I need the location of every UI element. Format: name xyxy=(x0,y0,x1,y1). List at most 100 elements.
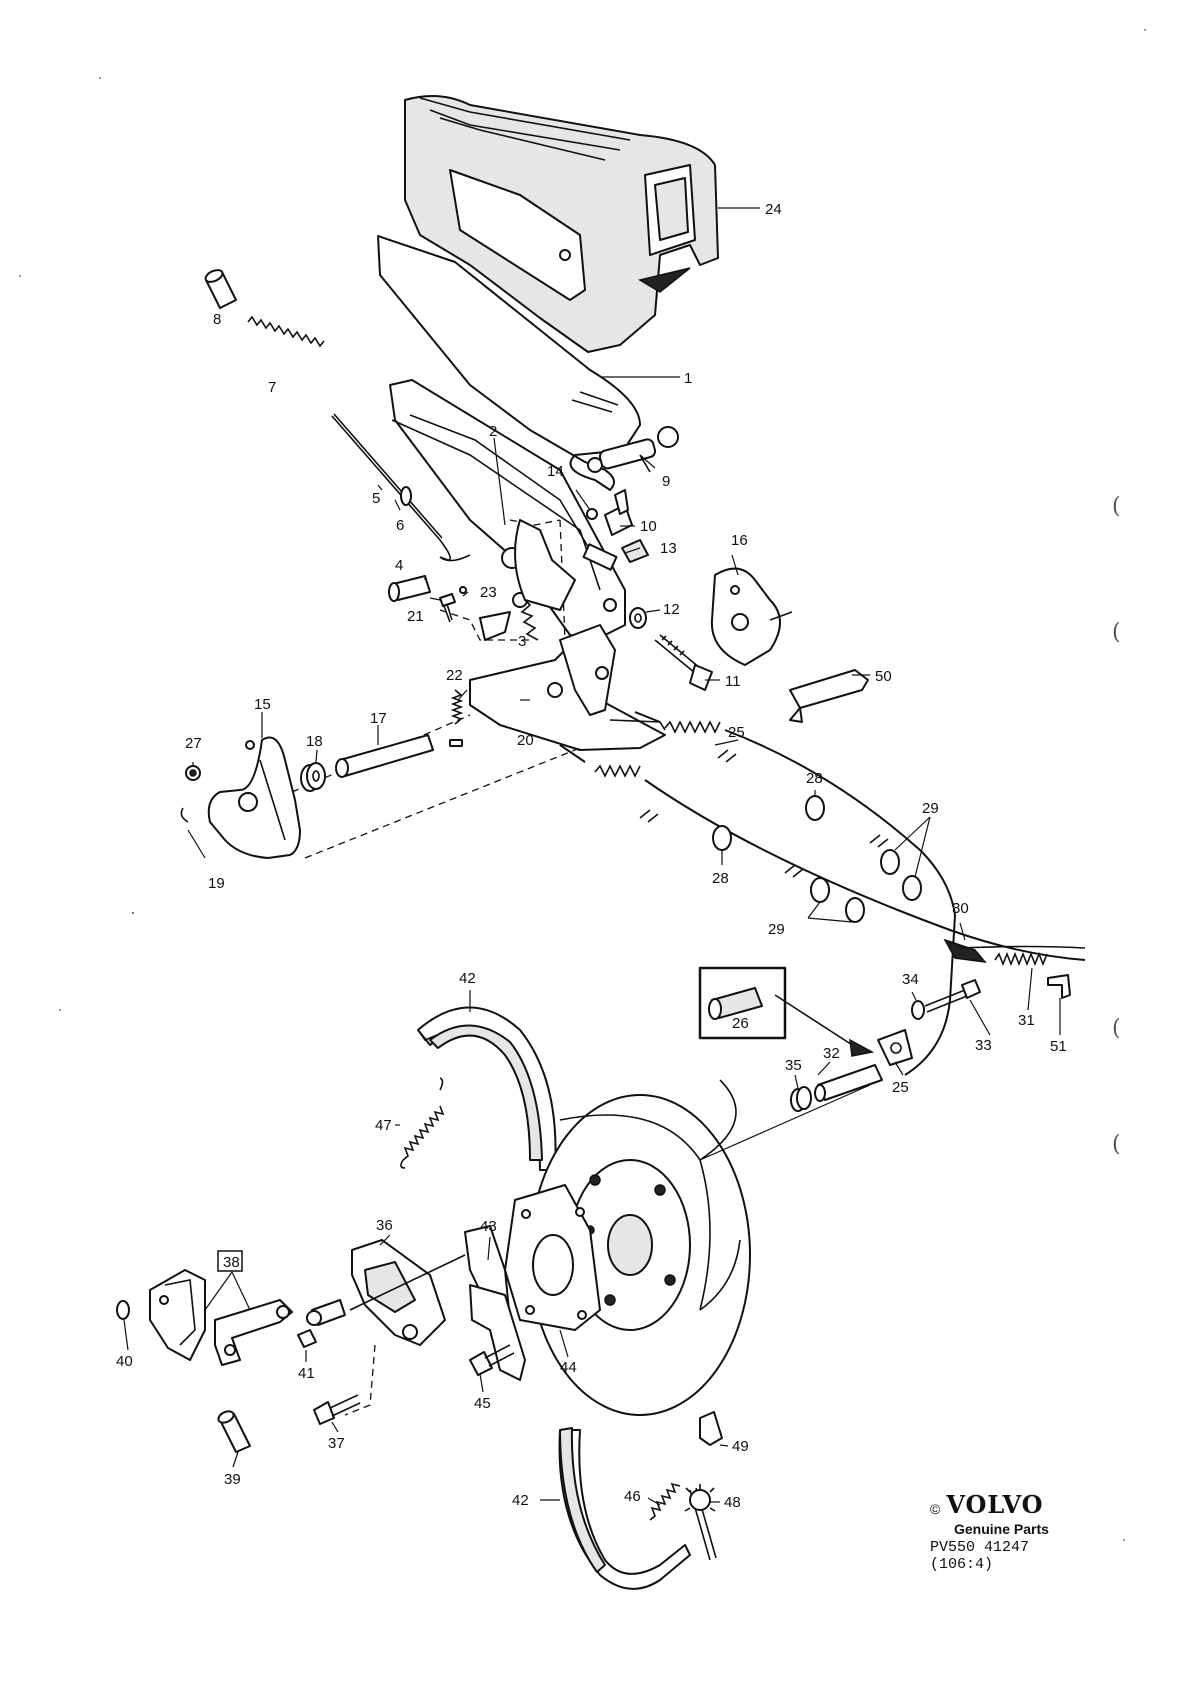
label-16: 16 xyxy=(731,532,748,549)
label-5: 5 xyxy=(372,490,380,507)
part-12-washer xyxy=(629,607,647,629)
part-36-caliper-bracket xyxy=(351,1239,446,1346)
label-37: 37 xyxy=(328,1435,345,1452)
part-11-bolt xyxy=(654,634,713,691)
label-44: 44 xyxy=(560,1359,577,1376)
label-35: 35 xyxy=(785,1057,802,1074)
label-28-upper: 28 xyxy=(806,770,823,787)
backing-plate-disc xyxy=(529,1079,751,1416)
part-33-bolt xyxy=(924,979,981,1013)
cable-end-fitting xyxy=(306,1299,346,1326)
label-11: 11 xyxy=(725,673,741,690)
part-17-pivot-shaft xyxy=(335,734,434,778)
paper-specks xyxy=(19,29,1146,1541)
label-36: 36 xyxy=(376,1217,393,1234)
label-10: 10 xyxy=(640,518,657,535)
part-10-pawl-block xyxy=(604,489,633,536)
margin-mark: ( xyxy=(1112,620,1121,645)
part-19-circlip xyxy=(180,807,189,823)
part-39-pin xyxy=(217,1410,251,1453)
label-9: 9 xyxy=(662,473,670,490)
label-2: 2 xyxy=(489,423,497,440)
part-51-clip xyxy=(1047,974,1071,999)
label-6: 6 xyxy=(396,517,404,534)
label-49: 49 xyxy=(732,1438,749,1455)
label-26: 26 xyxy=(732,1015,749,1032)
brand-logo-text: VOLVO xyxy=(946,1490,1044,1519)
part-37-bolt xyxy=(313,1394,361,1425)
label-42-upper: 42 xyxy=(459,970,476,987)
part-1-handbrake-lever xyxy=(377,235,641,491)
part-45-bolt xyxy=(469,1344,515,1376)
part-24-lever-cover xyxy=(404,95,719,353)
part-38-lever-assembly xyxy=(149,1269,293,1366)
label-45: 45 xyxy=(474,1395,491,1412)
part-5-release-rod xyxy=(331,413,471,562)
label-40: 40 xyxy=(116,1353,133,1370)
label-18: 18 xyxy=(306,733,323,750)
brand-subtitle: Genuine Parts xyxy=(954,1521,1049,1537)
label-13: 13 xyxy=(660,540,677,557)
part-28-grommet xyxy=(712,825,732,851)
copyright-symbol: © xyxy=(930,1500,941,1517)
label-25-upper: 25 xyxy=(728,724,745,741)
part-14-circlip xyxy=(586,508,598,520)
part-20-base-bracket xyxy=(469,624,666,751)
part-44-flange-plate xyxy=(504,1184,601,1331)
part-29-grommet xyxy=(810,877,830,903)
label-21: 21 xyxy=(407,608,424,625)
part-49-adjuster-cap xyxy=(699,1411,723,1446)
part-3-ratchet-segment xyxy=(514,519,576,641)
label-25-lower: 25 xyxy=(892,1079,909,1096)
label-8: 8 xyxy=(213,311,221,328)
label-38-frame xyxy=(217,1250,243,1272)
label-24: 24 xyxy=(765,201,782,218)
part-29-grommet xyxy=(845,897,865,923)
part-16-mount-bracket xyxy=(710,567,793,666)
label-12: 12 xyxy=(663,601,680,618)
part-48-adjuster xyxy=(684,1484,717,1561)
part-30-equalizer xyxy=(943,938,1086,963)
label-15: 15 xyxy=(254,696,271,713)
label-48: 48 xyxy=(724,1494,741,1511)
diagram-reference: PV550 41247 xyxy=(930,1539,1030,1556)
label-4: 4 xyxy=(395,557,403,574)
part-29-grommet xyxy=(902,875,922,901)
part-35-bushing xyxy=(790,1086,812,1112)
label-32: 32 xyxy=(823,1045,840,1062)
part-23-pawl xyxy=(459,586,511,641)
label-33: 33 xyxy=(975,1037,992,1054)
label-38: 38 xyxy=(223,1254,240,1271)
part-50-cable-clip xyxy=(789,669,869,723)
label-41: 41 xyxy=(298,1365,315,1382)
part-number-labels: 1 2 3 4 5 6 7 8 9 10 11 12 13 14 15 16 1… xyxy=(116,201,1067,1511)
part-13-clip xyxy=(621,539,649,563)
part-15-mount-plate xyxy=(207,736,301,859)
part-6-washer xyxy=(400,486,412,506)
label-43: 43 xyxy=(480,1218,497,1235)
label-29-upper: 29 xyxy=(922,800,939,817)
volvo-logo: © VOLVO xyxy=(930,1490,1130,1519)
part-41-pin xyxy=(297,1329,317,1348)
label-1: 1 xyxy=(684,370,692,387)
label-31: 31 xyxy=(1018,1012,1035,1029)
label-50: 50 xyxy=(875,668,892,685)
part-25-brake-cable xyxy=(559,711,1086,1076)
margin-mark: ( xyxy=(1112,1016,1121,1041)
part-29-grommet xyxy=(880,849,900,875)
part-25-cable-end xyxy=(877,1029,913,1066)
label-17: 17 xyxy=(370,710,387,727)
label-22: 22 xyxy=(446,667,463,684)
brand-block: ©VOLVO Genuine Parts PV550 41247 (106:4) xyxy=(930,1490,1130,1573)
label-34: 34 xyxy=(902,971,919,988)
part-40-clip xyxy=(116,1300,130,1320)
part-27-nut xyxy=(185,765,201,781)
label-19: 19 xyxy=(208,875,225,892)
label-42-lower: 42 xyxy=(512,1492,529,1509)
margin-mark: ( xyxy=(1112,494,1121,519)
label-14: 14 xyxy=(547,463,564,480)
part-18-bushing xyxy=(300,762,326,792)
part-shoe-anchor xyxy=(469,1284,526,1381)
label-51: 51 xyxy=(1050,1038,1067,1055)
